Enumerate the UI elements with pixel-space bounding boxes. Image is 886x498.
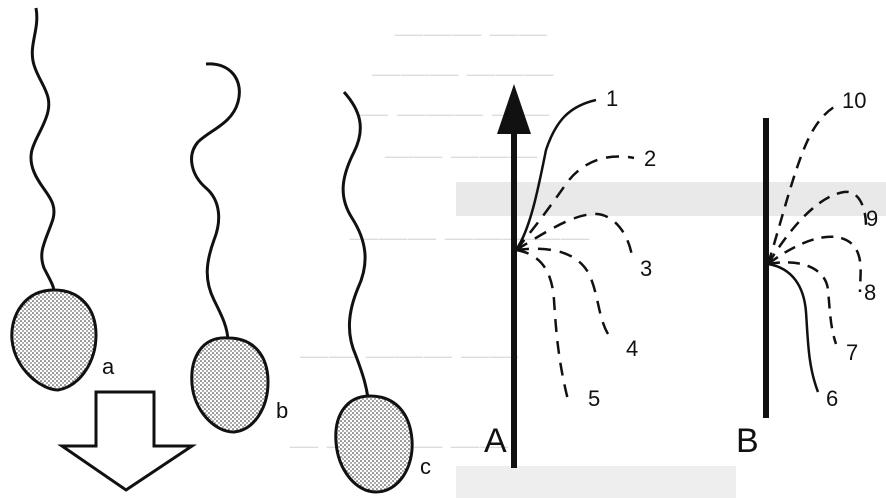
stroke-7 (768, 262, 836, 344)
stroke-label-6: 6 (826, 386, 838, 412)
diagram-label-b: B (736, 422, 759, 461)
flagellum-a (31, 8, 54, 292)
stroke-label-8: 8 (864, 280, 876, 306)
cell-body-b (192, 338, 268, 432)
stroke-6 (768, 264, 818, 392)
stroke-3 (516, 214, 632, 256)
cell-a (12, 8, 96, 390)
stroke-label-2: 2 (644, 146, 656, 172)
diagram-label-a: A (484, 422, 507, 461)
stroke-label-5: 5 (588, 386, 600, 412)
cell-body-a (12, 290, 96, 390)
cell-body-c (336, 396, 412, 492)
direction-arrow-head-icon (497, 84, 531, 134)
stroke-5 (516, 250, 568, 400)
stroke-label-7: 7 (846, 340, 858, 366)
cell-label-b: b (276, 398, 288, 424)
cell-b (192, 64, 268, 432)
stroke-label-1: 1 (606, 86, 618, 112)
cell-label-a: a (102, 354, 114, 380)
background-bars (456, 182, 886, 498)
flagellum-c (343, 92, 368, 398)
stroke-label-4: 4 (626, 336, 638, 362)
stroke-label-3: 3 (640, 256, 652, 282)
diagram-a (497, 84, 634, 468)
stroke-4 (516, 249, 612, 340)
hollow-down-arrow-icon (62, 392, 192, 490)
cell-label-c: c (420, 454, 431, 480)
diagram-b (766, 104, 866, 418)
cell-c (336, 92, 412, 492)
flagellum-b (192, 64, 240, 342)
stroke-label-9: 9 (866, 206, 878, 232)
stroke-label-10: 10 (842, 88, 866, 114)
